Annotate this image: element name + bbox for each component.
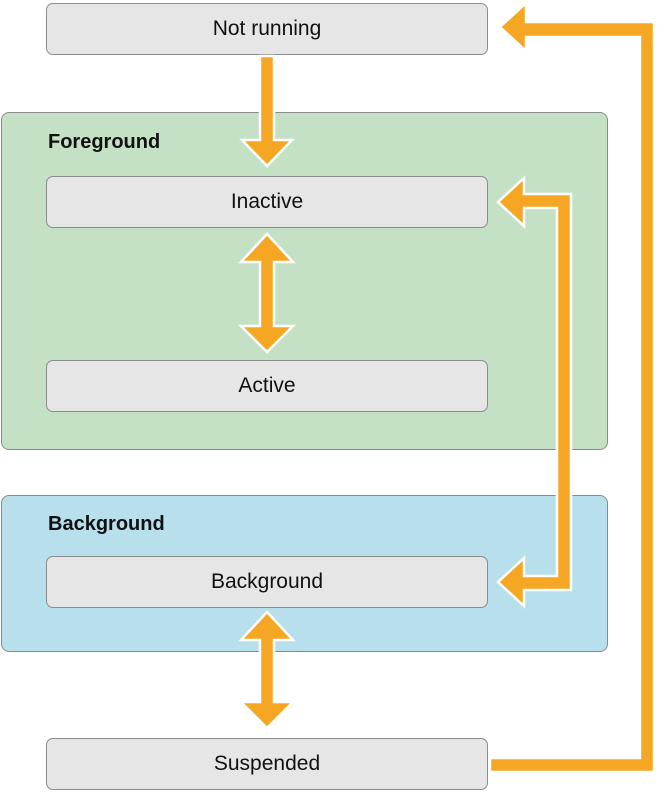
arrow-inactive-background xyxy=(496,175,573,609)
arrow-suspended-to-notrunning xyxy=(488,0,656,774)
state-suspended-label: Suspended xyxy=(213,752,321,775)
state-inactive-label: Inactive xyxy=(230,190,304,213)
state-active-label: Active xyxy=(238,374,296,397)
state-background: Background xyxy=(46,556,488,608)
state-inactive: Inactive xyxy=(46,176,488,228)
arrow-background-suspended xyxy=(237,610,297,730)
state-active: Active xyxy=(46,360,488,412)
state-background-label: Background xyxy=(210,570,324,593)
state-suspended: Suspended xyxy=(46,738,488,790)
state-not-running: Not running xyxy=(46,3,488,55)
state-not-running-label: Not running xyxy=(212,17,322,40)
arrow-notrunning-to-inactive xyxy=(239,54,295,168)
background-region-title: Background xyxy=(48,513,165,535)
foreground-region-title: Foreground xyxy=(48,131,161,153)
arrow-inactive-active xyxy=(237,232,297,354)
